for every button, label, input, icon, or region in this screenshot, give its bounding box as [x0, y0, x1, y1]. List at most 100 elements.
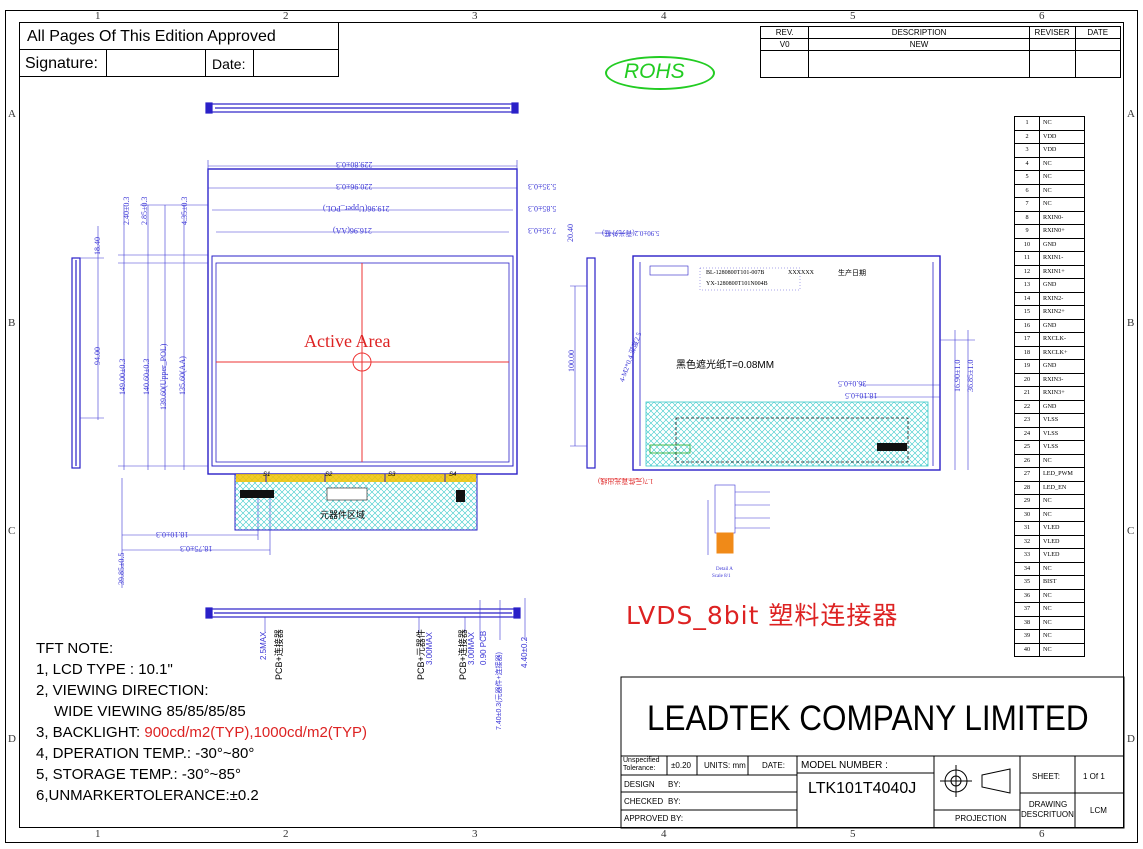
pin-number: 40: [1014, 642, 1040, 657]
rear-dim-1-7: 1.7(元件背光出线): [598, 477, 654, 485]
dim-219-96: 219.96(Upper_POL): [323, 204, 390, 213]
pin-number: 13: [1014, 278, 1040, 293]
pin-signal: NC: [1039, 170, 1085, 185]
grid-row-right-a: A: [1127, 108, 1135, 120]
grid-col-top-5: 5: [850, 10, 856, 22]
grid-row-left-b: B: [8, 317, 16, 329]
dim-140-60: 140.60±0.3: [142, 358, 151, 395]
pin-number: 25: [1014, 440, 1040, 455]
pin-number: 33: [1014, 548, 1040, 563]
top-edge-profile: [205, 102, 519, 114]
grid-col-bottom-5: 5: [850, 828, 856, 840]
pin-signal: NC: [1039, 602, 1085, 617]
pin-signal: RXIN2+: [1039, 305, 1085, 320]
pin-signal: RXIN0+: [1039, 224, 1085, 239]
pin-number: 3: [1014, 143, 1040, 158]
rear-view: [570, 232, 975, 480]
pin-number: 8: [1014, 210, 1040, 225]
pin-number: 1: [1014, 116, 1040, 131]
pin-signal: NC: [1039, 197, 1085, 212]
pin-number: 36: [1014, 588, 1040, 603]
socket-s4: S4: [449, 472, 457, 478]
rear-dim-36-0: 36.0±0.5: [838, 379, 867, 388]
grid-col-bottom-1: 1: [95, 828, 101, 840]
pin-number: 22: [1014, 399, 1040, 414]
pin-number: 17: [1014, 332, 1040, 347]
pin-signal: NC: [1039, 642, 1085, 657]
drawing-description-label: DRAWING DESCRITUON:: [1021, 800, 1077, 819]
pin-signal: RXIN3+: [1039, 386, 1085, 401]
grid-row-right-d: D: [1127, 733, 1135, 745]
detail-title: Detail A: [716, 567, 733, 572]
pin-signal: RXCLK+: [1039, 345, 1085, 360]
tft-note-backlight-value: 900cd/m2(TYP),1000cd/m2(TYP): [144, 724, 367, 741]
pin-number: 23: [1014, 413, 1040, 428]
signature-label: Signature:: [25, 55, 98, 72]
rear-dim-18-10: 18.10±0.5: [845, 391, 878, 400]
revision-row: V0 NEW: [759, 38, 1121, 51]
pin-signal: VLSS: [1039, 440, 1085, 455]
tft-note-line-4-prefix: 3, BACKLIGHT:: [36, 724, 145, 741]
projection-label: PROJECTION: [955, 814, 1007, 823]
pin-number: 24: [1014, 426, 1040, 441]
outer-frame: [5, 10, 1138, 843]
projection-symbol: [940, 765, 1011, 797]
checked-by-label: BY:: [668, 797, 681, 806]
tft-note-line-3: WIDE VIEWING 85/85/85/85: [54, 703, 246, 720]
pin-number: 35: [1014, 575, 1040, 590]
tft-note-line-1: 1, LCD TYPE : 10.1": [36, 661, 173, 678]
rear-dim-5-90: 5.90±0.2(背光外框): [602, 229, 660, 237]
rear-xxxxxx: XXXXXX: [788, 270, 814, 276]
grid-col-top-1: 1: [95, 10, 101, 22]
pin-number: 37: [1014, 602, 1040, 617]
dim-4-35: 4.35±0.3: [180, 196, 189, 225]
pin-signal: NC: [1039, 116, 1085, 131]
grid-row-right-c: C: [1127, 525, 1135, 537]
model-number-value: LTK101T4040J: [808, 780, 917, 797]
pin-signal: RXIN3-: [1039, 372, 1085, 387]
profile-7-40: 7.40±0.3(元器件+连接器): [496, 652, 503, 730]
left-side-profile: [71, 226, 104, 469]
pin-signal: GND: [1039, 278, 1085, 293]
pin-number: 20: [1014, 372, 1040, 387]
inner-frame: [19, 22, 1124, 828]
model-number-label: MODEL NUMBER :: [801, 760, 888, 771]
pin-signal: VDD: [1039, 143, 1085, 158]
pin-signal: NC: [1039, 453, 1085, 468]
dim-216-96: 216.96(AA): [333, 226, 372, 235]
socket-s3: S3: [388, 472, 396, 478]
grid-col-bottom-6: 6: [1039, 828, 1045, 840]
pin-number: 15: [1014, 305, 1040, 320]
dim-18-10: 18.10±0.3: [156, 530, 189, 539]
pin-number: 9: [1014, 224, 1040, 239]
pin-signal: RXIN2-: [1039, 291, 1085, 306]
grid-row-right-b: B: [1127, 317, 1135, 329]
dim-220-96: 220.96±0.3: [336, 182, 373, 191]
pin-signal: NC: [1039, 494, 1085, 509]
connector-note: LVDS_8bit 塑料连接器: [626, 601, 899, 630]
dim-2-85: 2.85±0.3: [140, 196, 149, 225]
rear-date-label: 生产日期: [838, 270, 866, 277]
pin-signal: NC: [1039, 507, 1085, 522]
pin-signal: RXIN1+: [1039, 264, 1085, 279]
pin-number: 39: [1014, 629, 1040, 644]
title-block-frame: [620, 676, 1125, 829]
